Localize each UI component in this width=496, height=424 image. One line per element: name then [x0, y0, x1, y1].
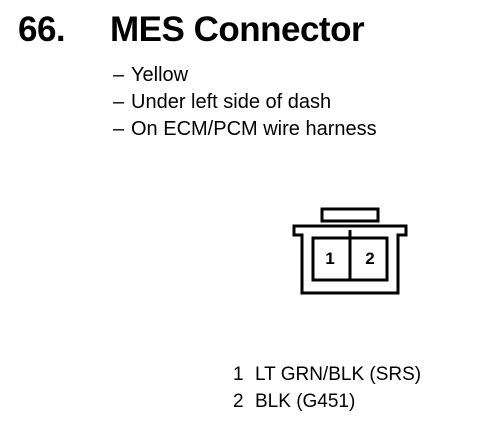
note-item: –Under left side of dash [113, 89, 377, 116]
pin-number: 1 [233, 364, 244, 385]
note-color: Yellow [131, 64, 189, 86]
terminal-1-label: 1 [325, 249, 334, 268]
connector-diagram: 1 2 [292, 207, 408, 295]
pinout-list: 1 LT GRN/BLK (SRS) 2 BLK (G451) [233, 361, 421, 415]
section-number: 66. [18, 10, 66, 49]
terminal-2-label: 2 [365, 249, 374, 268]
pinout-row: 2 BLK (G451) [233, 388, 421, 415]
note-item: –Yellow [113, 62, 377, 89]
note-harness: On ECM/PCM wire harness [131, 118, 377, 140]
note-location: Under left side of dash [131, 91, 332, 113]
pin-number: 2 [233, 391, 244, 412]
pin-wire: BLK (G451) [255, 391, 356, 412]
section-heading: 66. MES Connector [18, 10, 365, 50]
pinout-row: 1 LT GRN/BLK (SRS) [233, 361, 421, 388]
connector-lock-tab [320, 207, 380, 223]
note-item: –On ECM/PCM wire harness [113, 116, 377, 143]
section-title: MES Connector [110, 10, 365, 49]
note-dash: – [113, 91, 125, 113]
note-dash: – [113, 64, 125, 86]
pin-wire: LT GRN/BLK (SRS) [255, 364, 422, 385]
note-dash: – [113, 118, 125, 140]
connector-notes: –Yellow –Under left side of dash –On ECM… [113, 62, 377, 143]
